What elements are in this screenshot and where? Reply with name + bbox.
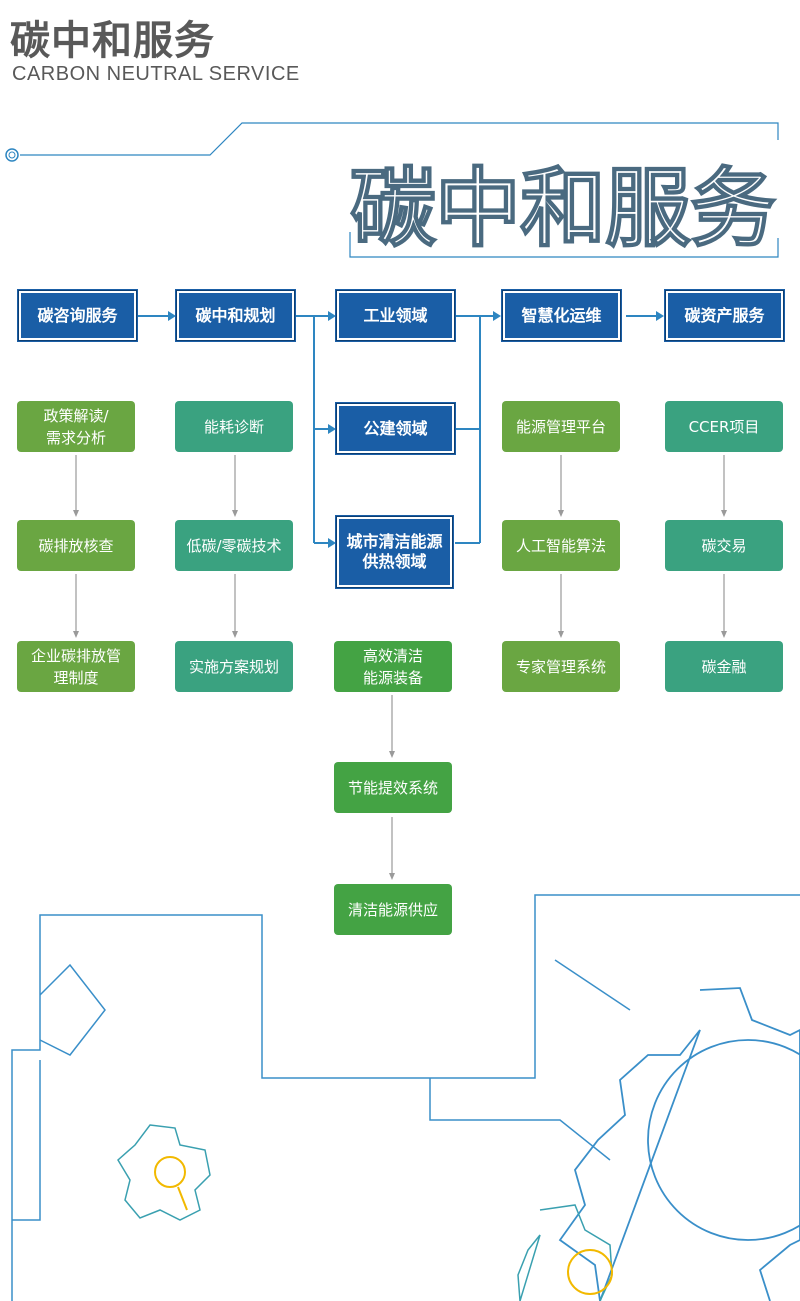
item-policy-analysis: 政策解读/需求分析 xyxy=(17,401,135,452)
item-energy-efficiency: 节能提效系统 xyxy=(334,762,452,813)
item-expert-system: 专家管理系统 xyxy=(502,641,620,692)
stage-industry: 工业领域 xyxy=(336,290,455,341)
stage-carbon-consulting: 碳咨询服务 xyxy=(18,290,137,341)
item-energy-diagnosis: 能耗诊断 xyxy=(175,401,293,452)
stage-urban-heating: 城市清洁能源供热领域 xyxy=(336,516,453,588)
stage-carbon-assets: 碳资产服务 xyxy=(665,290,784,341)
stage-public-building: 公建领域 xyxy=(336,403,455,454)
item-emission-management: 企业碳排放管理制度 xyxy=(17,641,135,692)
stage-carbon-neutral-planning: 碳中和规划 xyxy=(176,290,295,341)
item-low-carbon-tech: 低碳/零碳技术 xyxy=(175,520,293,571)
item-ai-algorithm: 人工智能算法 xyxy=(502,520,620,571)
item-emission-verification: 碳排放核查 xyxy=(17,520,135,571)
item-implementation-plan: 实施方案规划 xyxy=(175,641,293,692)
stage-smart-operation: 智慧化运维 xyxy=(502,290,621,341)
item-carbon-finance: 碳金融 xyxy=(665,641,783,692)
banner-title: 碳中和服务 xyxy=(349,158,777,260)
page-subtitle: CARBON NEUTRAL SERVICE xyxy=(12,63,300,85)
page-title: 碳中和服务 xyxy=(10,18,215,64)
item-carbon-trading: 碳交易 xyxy=(665,520,783,571)
item-clean-energy-equipment: 高效清洁能源装备 xyxy=(334,641,452,692)
item-energy-platform: 能源管理平台 xyxy=(502,401,620,452)
item-ccer-project: CCER项目 xyxy=(665,401,783,452)
item-clean-energy-supply: 清洁能源供应 xyxy=(334,884,452,935)
